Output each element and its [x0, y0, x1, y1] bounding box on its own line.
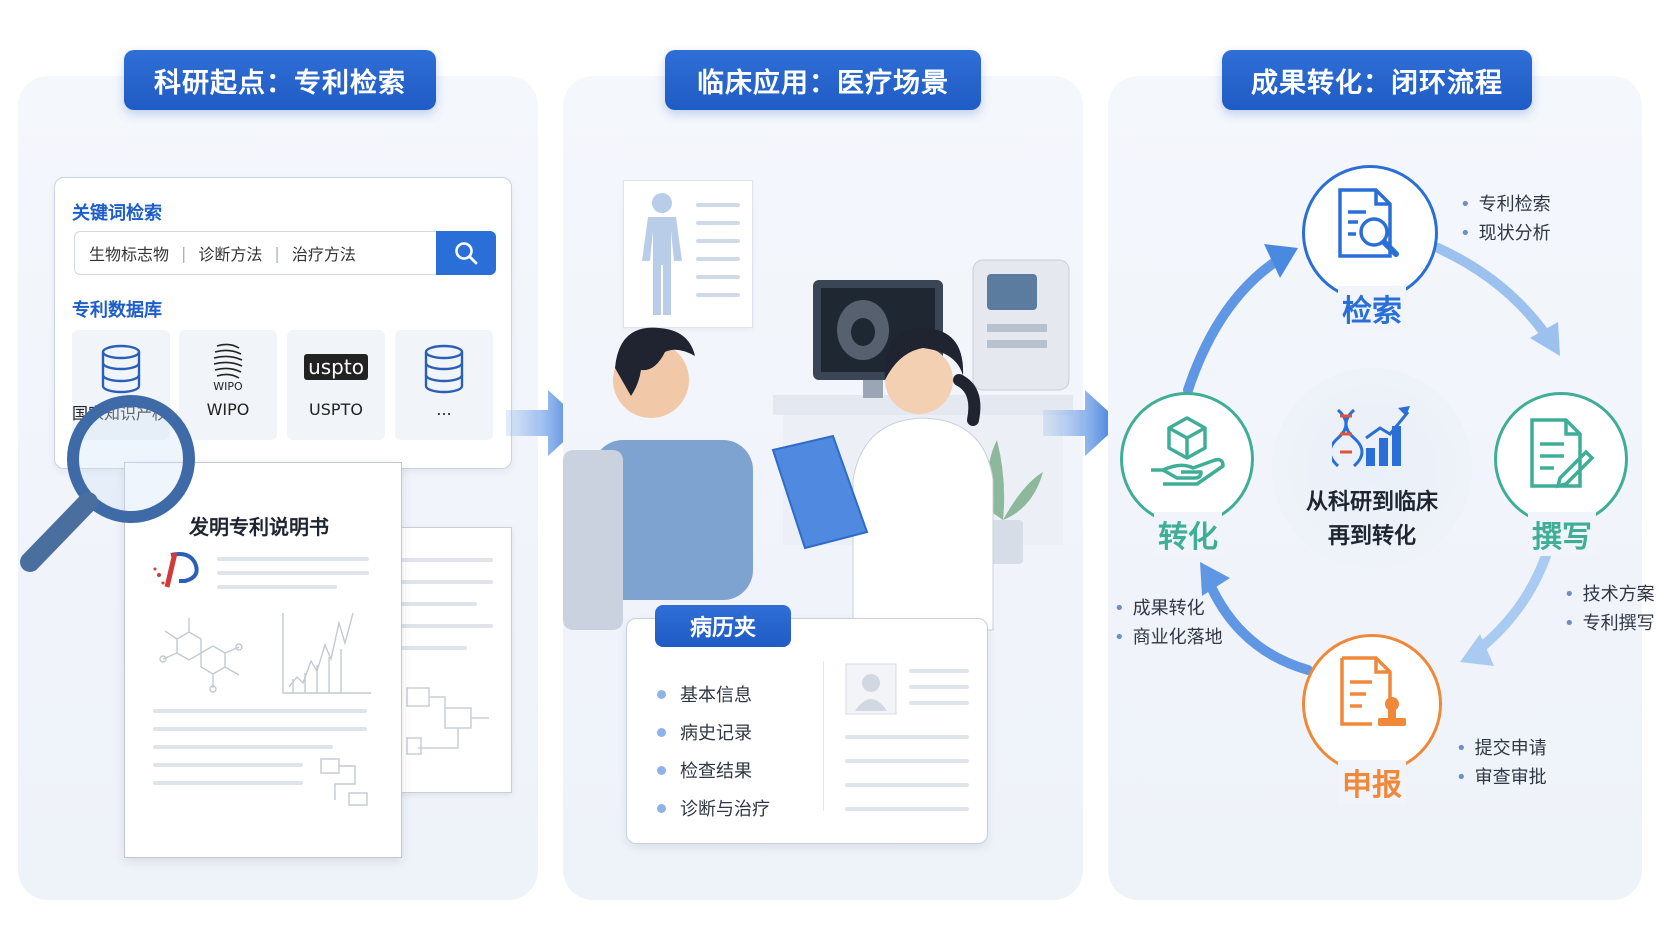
- clinical-panel-title: 临床应用：医疗场景: [665, 50, 981, 110]
- node-write-label: 撰写: [1528, 512, 1596, 556]
- record-divider: [823, 661, 824, 811]
- node-write[interactable]: [1494, 392, 1628, 526]
- medical-record-tab: 病历夹: [655, 605, 791, 647]
- record-item: 诊断与治疗: [657, 795, 770, 821]
- node-search-bullets: 专利检索 现状分析: [1460, 190, 1551, 248]
- uspto-logo: uspto: [304, 354, 368, 380]
- medical-record-card: 基本信息 病史记录 检查结果 诊断与治疗: [626, 618, 988, 844]
- node-file[interactable]: [1302, 634, 1442, 774]
- node-search-label: 检索: [1338, 286, 1406, 330]
- cycle-arrow-head-icon: [1530, 322, 1560, 356]
- node-write-bullets: 技术方案 专利撰写: [1564, 580, 1655, 638]
- node-file-label: 申报: [1338, 760, 1406, 804]
- magnifier-icon: [20, 395, 195, 572]
- diagram-sketch-icon: [320, 758, 368, 806]
- patent-db-label: 专利数据库: [72, 300, 162, 321]
- doctor-patient-scene: [563, 259, 1073, 631]
- hand-cube-icon: [1151, 416, 1225, 486]
- body-chart-card: [623, 180, 753, 328]
- patent-logo-icon: [153, 552, 199, 588]
- keyword-search-input[interactable]: 生物标志物 | 诊断方法 | 治疗方法: [74, 231, 496, 275]
- node-convert-label: 转化: [1154, 512, 1222, 556]
- keyword-search-label: 关键词检索: [72, 203, 162, 224]
- db-label: USPTO: [309, 400, 363, 419]
- wipo-logo-text: WIPO: [213, 380, 243, 392]
- term-separator: |: [181, 243, 187, 263]
- db-label: ...: [436, 400, 452, 419]
- db-tile-more[interactable]: ...: [395, 330, 493, 440]
- record-item: 病史记录: [657, 719, 752, 745]
- center-circle: [1272, 368, 1472, 568]
- search-term: 诊断方法: [198, 245, 263, 264]
- dna-growth-icon: [1332, 406, 1410, 468]
- center-caption: 从科研到临床 再到转化: [1305, 490, 1438, 549]
- search-card: 关键词检索 生物标志物 | 诊断方法 | 治疗方法 专利数据库 国家知识产权局: [54, 177, 512, 469]
- molecule-diagram-icon: [159, 618, 243, 693]
- cycle-arrow-head-icon: [1264, 244, 1298, 278]
- document-search-icon: [1338, 188, 1399, 258]
- human-body-icon: [642, 193, 682, 315]
- patient-photo-icon: [845, 663, 897, 715]
- patent-document-title: 发明专利说明书: [189, 515, 329, 539]
- search-term: 生物标志物: [89, 245, 170, 264]
- db-tile-uspto[interactable]: uspto USPTO: [287, 330, 385, 440]
- wipo-logo-icon: WIPO: [213, 343, 243, 392]
- document-stamp-icon: [1340, 656, 1406, 726]
- record-item: 检查结果: [657, 757, 752, 783]
- cycle-arrows: [1183, 243, 1560, 675]
- search-icon: [455, 242, 478, 265]
- search-term: 治疗方法: [291, 245, 356, 264]
- db-tile-wipo[interactable]: WIPO WIPO: [179, 330, 277, 440]
- circuit-diagram-icon: [406, 687, 489, 755]
- term-separator: |: [274, 243, 280, 263]
- line-chart-icon: [282, 612, 371, 694]
- patent-document-back: [380, 527, 512, 793]
- document-edit-icon: [1530, 418, 1595, 489]
- record-item: 基本信息: [657, 681, 752, 707]
- node-convert-bullets: 成果转化 商业化落地: [1114, 594, 1223, 652]
- node-file-bullets: 提交申请 审查审批: [1456, 734, 1547, 792]
- node-search[interactable]: [1302, 165, 1438, 301]
- transfer-panel-title: 成果转化：闭环流程: [1222, 50, 1532, 110]
- cycle-arrow-head-icon: [1200, 562, 1230, 596]
- database-icon: [424, 344, 464, 394]
- node-convert[interactable]: [1120, 392, 1254, 526]
- patent-document: 发明专利说明书: [124, 462, 402, 858]
- research-panel-title: 科研起点：专利检索: [124, 50, 436, 110]
- flow-arrow-right-icon: [1043, 390, 1121, 456]
- db-label: WIPO: [206, 400, 250, 419]
- search-button[interactable]: [436, 231, 496, 275]
- cycle-arrow-head-icon: [1460, 634, 1494, 666]
- database-icon: [101, 344, 141, 394]
